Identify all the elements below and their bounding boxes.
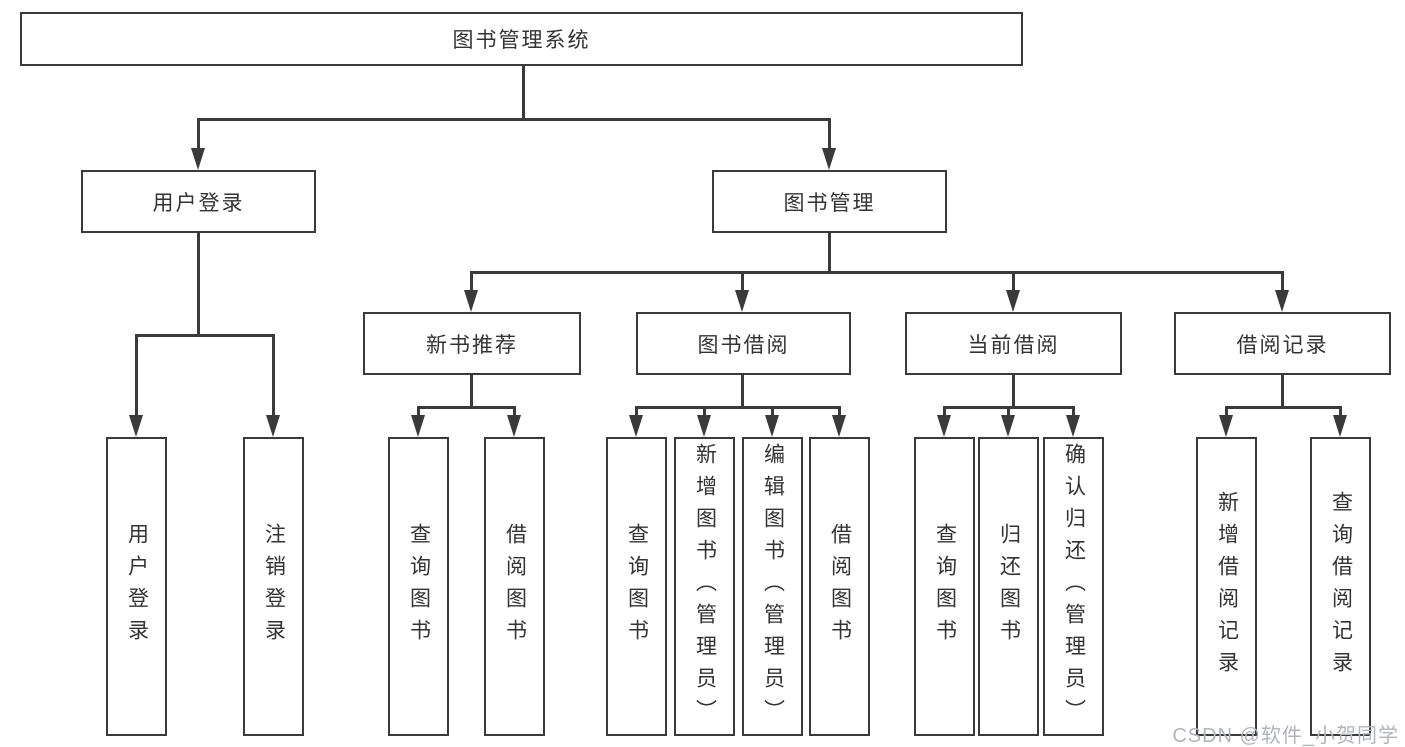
- connector-line: [1012, 271, 1015, 293]
- connector-line: [1225, 406, 1228, 419]
- node-current-borrow: 当前借阅: [905, 312, 1122, 375]
- connector-line: [417, 406, 516, 409]
- node-book-management: 图书管理: [712, 170, 947, 233]
- connector-line: [741, 375, 744, 409]
- connector-line: [828, 233, 831, 274]
- connector-line: [828, 118, 831, 151]
- arrow-down-icon: [629, 415, 643, 437]
- connector-line: [703, 406, 706, 419]
- arrow-down-icon: [832, 415, 846, 437]
- arrow-down-icon: [1333, 415, 1347, 437]
- leaf-edit-book-admin: 编辑图书（管理员）: [742, 437, 803, 736]
- leaf-query-books-borrow: 查询图书: [606, 437, 667, 736]
- arrow-down-icon: [822, 148, 836, 170]
- arrow-down-icon: [1066, 415, 1080, 437]
- leaf-borrow-books-recommend: 借阅图书: [484, 437, 545, 736]
- arrow-down-icon: [937, 415, 951, 437]
- node-borrow-records: 借阅记录: [1174, 312, 1391, 375]
- connector-line: [838, 406, 841, 419]
- csdn-watermark: CSDN @软件_小贺同学: [1172, 725, 1399, 747]
- arrow-down-icon: [411, 415, 425, 437]
- arrow-down-icon: [697, 415, 711, 437]
- connector-line: [741, 271, 744, 293]
- connector-line: [470, 271, 1284, 274]
- connector-line: [771, 406, 774, 419]
- connector-line: [513, 406, 516, 419]
- connector-line: [470, 271, 473, 293]
- connector-line: [135, 334, 138, 418]
- arrow-down-icon: [464, 290, 478, 312]
- arrow-down-icon: [735, 290, 749, 312]
- arrow-down-icon: [129, 415, 143, 437]
- leaf-query-books-current: 查询图书: [914, 437, 975, 736]
- connector-line: [197, 233, 200, 336]
- connector-line: [197, 118, 200, 151]
- leaf-add-book-admin: 新增图书（管理员）: [674, 437, 735, 736]
- node-library-management-system: 图书管理系统: [20, 12, 1023, 66]
- node-new-book-recommend: 新书推荐: [363, 312, 581, 375]
- connector-line: [1339, 406, 1342, 419]
- connector-line: [1012, 375, 1015, 409]
- connector-line: [635, 406, 841, 409]
- connector-line: [470, 375, 473, 409]
- arrow-down-icon: [266, 415, 280, 437]
- leaf-logout: 注销登录: [243, 437, 304, 736]
- connector-line: [135, 334, 275, 337]
- arrow-down-icon: [1001, 415, 1015, 437]
- leaf-user-login: 用户登录: [106, 437, 167, 736]
- connector-line: [1225, 406, 1342, 409]
- arrow-down-icon: [1275, 290, 1289, 312]
- arrow-down-icon: [191, 148, 205, 170]
- arrow-down-icon: [1219, 415, 1233, 437]
- connector-line: [1281, 375, 1284, 409]
- connector-line: [1072, 406, 1075, 419]
- node-book-borrow: 图书借阅: [636, 312, 851, 375]
- leaf-borrow-books-borrow: 借阅图书: [809, 437, 870, 736]
- leaf-confirm-return-admin: 确认归还（管理员）: [1043, 437, 1104, 736]
- connector-line: [272, 334, 275, 418]
- leaf-return-books: 归还图书: [978, 437, 1039, 736]
- connector-line: [522, 66, 525, 118]
- arrow-down-icon: [1006, 290, 1020, 312]
- connector-line: [635, 406, 638, 419]
- arrow-down-icon: [507, 415, 521, 437]
- leaf-query-books-recommend: 查询图书: [388, 437, 449, 736]
- connector-line: [1007, 406, 1010, 419]
- leaf-add-borrow-record: 新增借阅记录: [1196, 437, 1257, 736]
- arrow-down-icon: [765, 415, 779, 437]
- leaf-query-borrow-record: 查询借阅记录: [1310, 437, 1371, 736]
- connector-line: [1281, 271, 1284, 293]
- connector-line: [197, 118, 831, 121]
- node-user-login: 用户登录: [81, 170, 316, 233]
- connector-line: [943, 406, 946, 419]
- connector-line: [417, 406, 420, 419]
